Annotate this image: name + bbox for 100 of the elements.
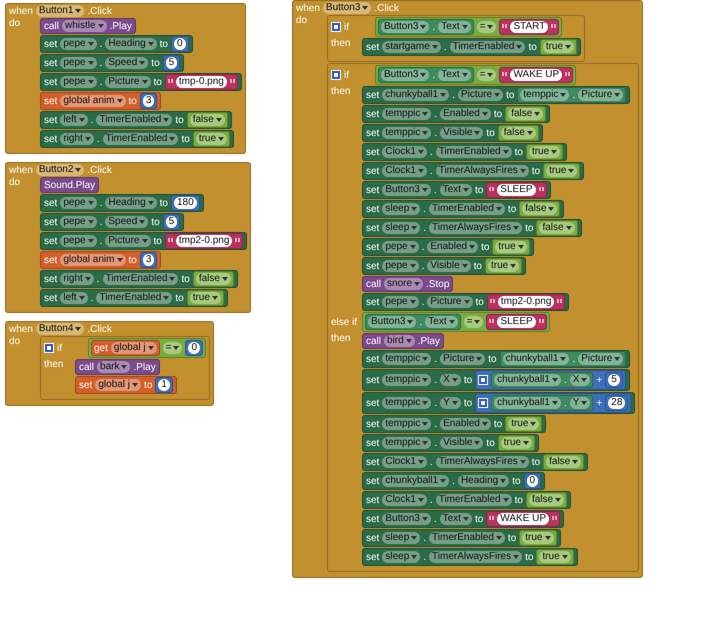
block-keyword: then [331, 86, 352, 97]
block-keyword: call [366, 278, 382, 290]
block-keyword: . [96, 274, 100, 284]
set-block [362, 350, 630, 368]
dropdown-field: true [500, 437, 532, 449]
set-block [362, 434, 539, 452]
dropdown-field: TimerEnabled [450, 41, 526, 53]
input-field: 28 [608, 397, 626, 409]
getter-block [500, 351, 626, 367]
block-keyword: to [464, 374, 472, 386]
text-block [486, 182, 547, 198]
dropdown-field: true [196, 133, 228, 145]
math-add-block [475, 370, 626, 390]
block-keyword: to [512, 476, 521, 486]
dropdown-field: sleep [382, 203, 420, 215]
boolean-block [540, 39, 578, 55]
dropdown-field: Picture [105, 76, 150, 88]
boolean-block [526, 492, 568, 508]
dropdown-field: Text [438, 21, 471, 33]
dropdown-field: left [60, 114, 88, 126]
dropdown-field: true [190, 292, 221, 304]
call-block [75, 359, 160, 375]
block-keyword: set [44, 292, 58, 304]
block-keyword: to [474, 184, 484, 196]
dropdown-field: sleep [382, 532, 420, 544]
dropdown-field: Visible [427, 260, 471, 272]
block-keyword: to [514, 494, 523, 506]
block-keyword: set [366, 476, 380, 486]
dropdown-field: Button3 [381, 21, 430, 33]
block-keyword: when [9, 6, 33, 16]
dropdown-field: global anim [60, 95, 126, 107]
block-keyword: else if [331, 316, 358, 328]
block-keyword: set [44, 134, 58, 144]
boolean-block [505, 416, 542, 432]
dropdown-field: Speed [105, 57, 148, 69]
dropdown-field: true [495, 241, 527, 253]
block-keyword: . [434, 354, 438, 364]
dropdown-field: Y [570, 397, 590, 409]
block-keyword: to [488, 354, 497, 364]
dropdown-field: X [570, 374, 590, 386]
dropdown-field: TimerAlwaysFires [436, 165, 529, 177]
block-keyword: to [151, 58, 160, 68]
if-block [327, 15, 586, 62]
dropdown-field: pepe [60, 235, 97, 247]
set-block [362, 181, 551, 199]
dropdown-field: Clock1 [382, 146, 427, 158]
call-block [362, 276, 454, 292]
event-block [292, 0, 644, 578]
set-block [362, 257, 526, 275]
dropdown-field: Button3 [382, 184, 431, 196]
dropdown-field: startgame [382, 41, 441, 53]
block-keyword: . [572, 90, 576, 100]
set-block [362, 491, 572, 509]
dropdown-field: Button3 [381, 69, 430, 81]
block-keyword: . [434, 108, 438, 120]
block-keyword: when [9, 164, 33, 176]
block-keyword: + [596, 398, 602, 408]
dropdown-field: Enabled [440, 108, 491, 120]
block-keyword: to [175, 114, 184, 126]
set-block [362, 38, 582, 56]
text-block [499, 67, 574, 83]
dropdown-field: Y [440, 397, 461, 409]
block-keyword: to [128, 254, 137, 266]
number-block [605, 395, 628, 411]
dropdown-field: false [508, 108, 544, 120]
block-keyword: set [366, 514, 380, 524]
dropdown-field: pepe [60, 38, 97, 50]
block-keyword: . [434, 514, 437, 524]
dropdown-field: temppic [382, 418, 432, 430]
number-block [605, 372, 623, 388]
input-field: WAKE UP [497, 513, 550, 525]
block-keyword: call [366, 336, 382, 346]
block-keyword: set [44, 198, 58, 208]
compare-block [88, 338, 206, 358]
block-keyword: set [44, 254, 58, 266]
block-keyword: set [44, 96, 58, 106]
dropdown-field: Picture [105, 235, 150, 247]
dropdown-field: false [196, 273, 231, 285]
block-keyword: set [44, 236, 58, 246]
dropdown-field: Visible [440, 127, 484, 139]
block-keyword: do [296, 15, 308, 26]
set-block [362, 124, 543, 142]
dropdown-field: TimerEnabled [96, 292, 172, 304]
block-keyword: to [508, 532, 516, 544]
dropdown-field: true [542, 41, 574, 53]
text-block [486, 314, 547, 330]
dropdown-field: right [60, 133, 94, 145]
set-block [40, 232, 248, 250]
dropdown-field: Speed [105, 216, 148, 228]
block-keyword: set [366, 398, 380, 408]
number-block [524, 473, 542, 489]
input-field: 5 [608, 374, 620, 386]
block-keyword: if [344, 70, 350, 80]
dropdown-field: temppic [520, 89, 570, 101]
set-block [362, 238, 534, 256]
get-variable-block [91, 340, 160, 356]
block-keyword: . [434, 398, 438, 408]
dropdown-field: TimerEnabled [102, 133, 178, 145]
boolean-block [492, 239, 530, 255]
block-keyword: to [494, 108, 502, 120]
